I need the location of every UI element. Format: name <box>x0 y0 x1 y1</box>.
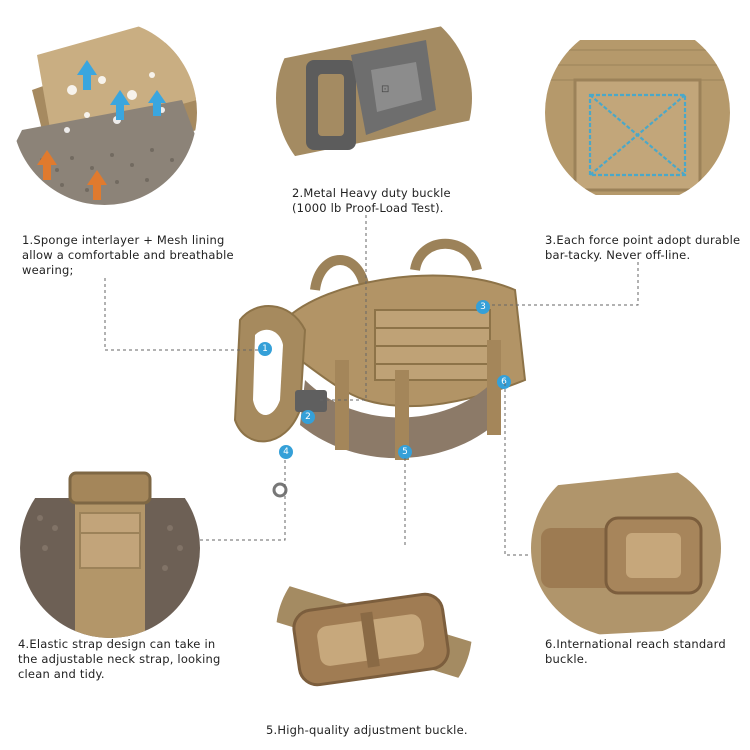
marker-4: 4 <box>279 445 293 459</box>
detail-circle-release-buckle <box>531 458 721 638</box>
stitch-pattern-icon <box>588 93 687 177</box>
detail-circle-elastic-strap <box>20 458 200 638</box>
marker-6: 6 <box>497 375 511 389</box>
harness-illustration <box>215 230 535 505</box>
marker-2: 2 <box>301 410 315 424</box>
marker-5: 5 <box>398 445 412 459</box>
side-release-buckle-icon <box>541 516 703 595</box>
caption-metal-buckle: 2.Metal Heavy duty buckle (1000 lb Proof… <box>292 186 451 215</box>
up-arrow-orange-icon <box>37 150 107 200</box>
marker-1: 1 <box>258 342 272 356</box>
marker-3: 3 <box>476 300 490 314</box>
svg-text:⊡: ⊡ <box>381 84 389 95</box>
up-arrow-icon <box>77 60 166 120</box>
slide-buckle-icon <box>292 592 450 687</box>
caption-release-buckle: 6.International reach standard buckle. <box>545 637 726 666</box>
detail-circle-mesh <box>12 20 197 205</box>
caption-sponge-mesh: 1.Sponge interlayer + Mesh lining allow … <box>22 233 234 277</box>
detail-circle-bar-tack <box>545 20 730 205</box>
detail-circle-adjustment-buckle <box>276 542 472 722</box>
caption-elastic-strap: 4.Elastic strap design can take in the a… <box>18 637 221 681</box>
caption-bar-tack: 3.Each force point adopt durable bar-tac… <box>545 233 741 262</box>
caption-adjustment-buckle: 5.High-quality adjustment buckle. <box>266 723 468 737</box>
detail-circle-metal-buckle: ⊡ <box>276 0 472 196</box>
metal-buckle-icon: ⊡ <box>306 40 436 150</box>
